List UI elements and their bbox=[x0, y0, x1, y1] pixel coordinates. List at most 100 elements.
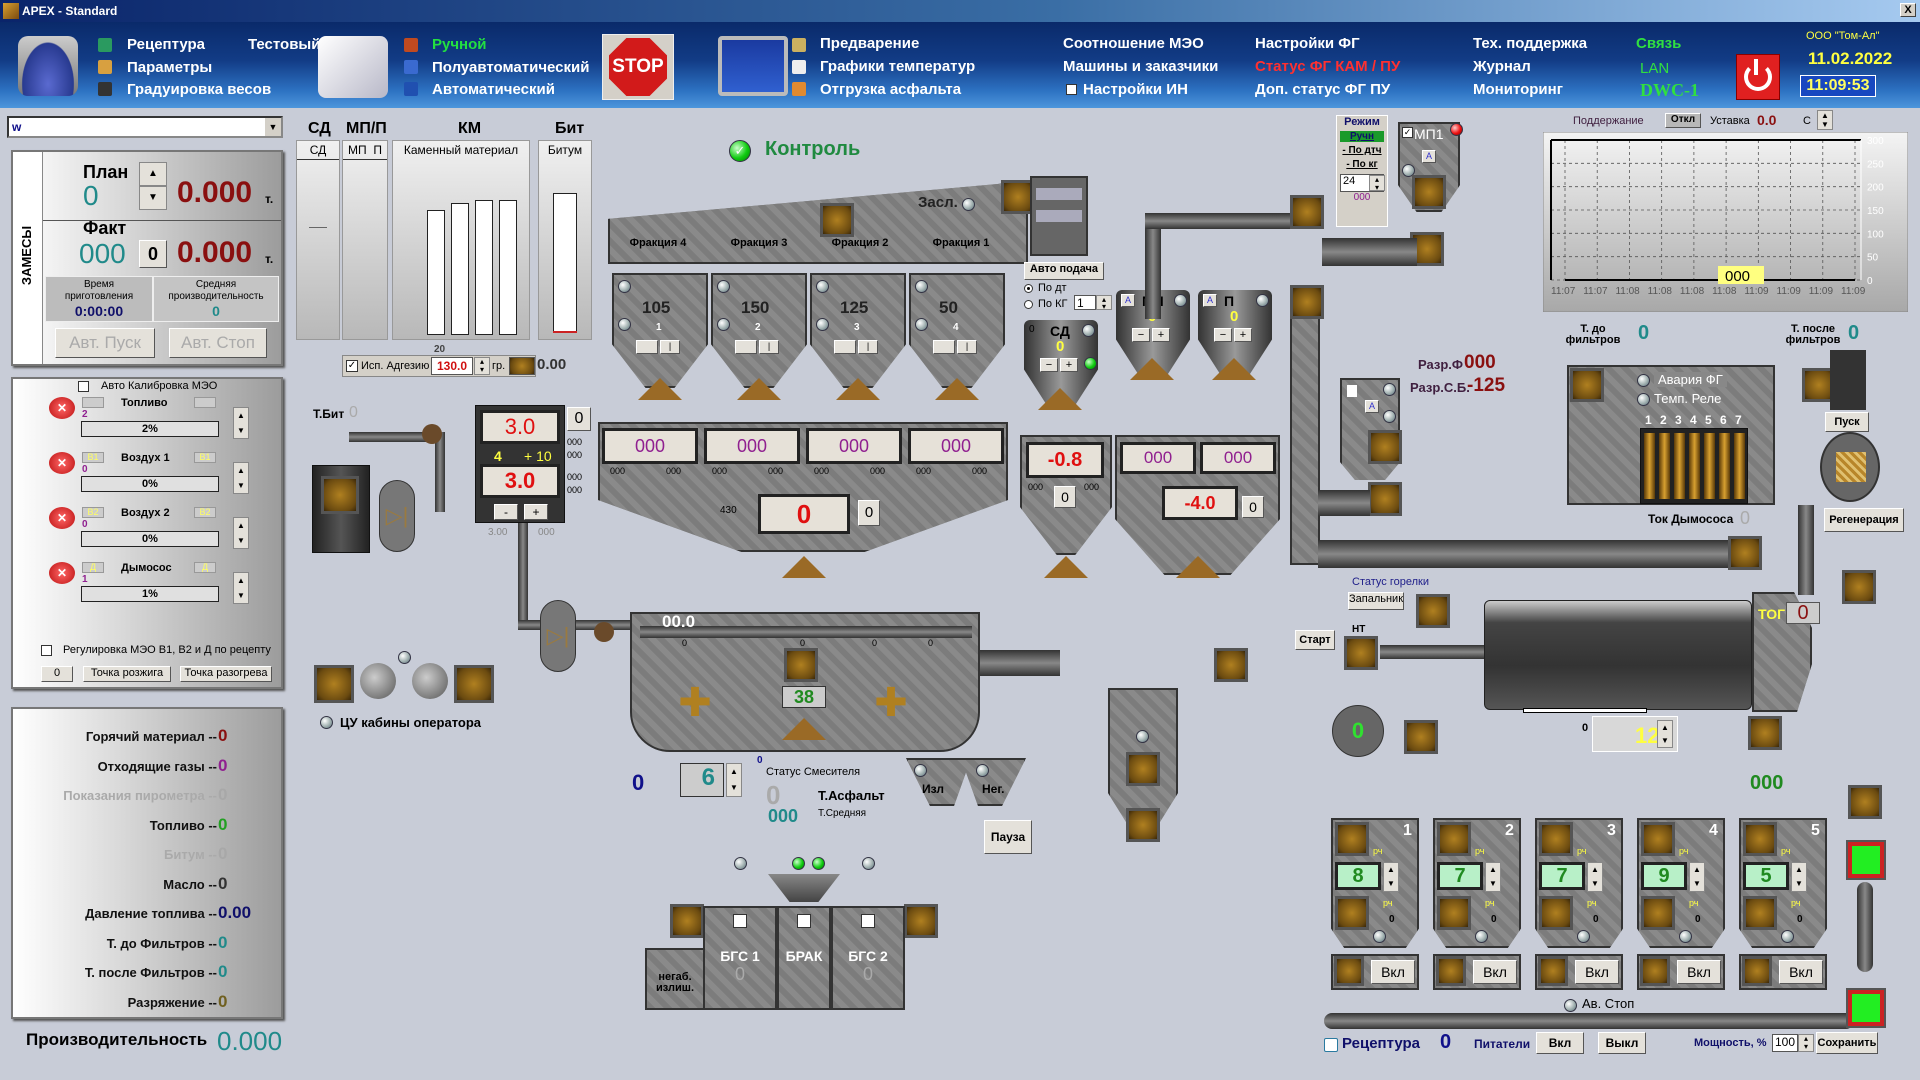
mixing-time-spinner[interactable]: ▲▼ bbox=[726, 763, 742, 797]
bin-1-on-button[interactable]: | bbox=[660, 340, 680, 354]
regen-damper[interactable] bbox=[1842, 570, 1876, 604]
feed-value-input[interactable]: 1 bbox=[1074, 295, 1096, 310]
menu-journal[interactable]: Журнал bbox=[1473, 58, 1531, 75]
menu-vehicles-customers[interactable]: Машины и заказчики bbox=[1063, 58, 1219, 75]
bitumen-plus-button[interactable]: + bbox=[524, 504, 548, 520]
elevator-damper[interactable] bbox=[1214, 648, 1248, 682]
meo-3-disable-icon[interactable]: ✕ bbox=[49, 562, 75, 584]
feeder-5-spinner[interactable]: ▲▼ bbox=[1791, 862, 1807, 892]
mode-semiauto[interactable]: Полуавтоматический bbox=[432, 59, 590, 76]
menu-temperature-charts[interactable]: Графики температур bbox=[820, 58, 976, 75]
pilot-valve[interactable] bbox=[1416, 594, 1450, 628]
feeder-1-on-button[interactable]: Вкл bbox=[1371, 960, 1415, 984]
feeder-1-spinner[interactable]: ▲▼ bbox=[1383, 862, 1399, 892]
adhesion-checkbox[interactable]: ✓ bbox=[346, 360, 358, 372]
bin-1-off-button[interactable] bbox=[636, 340, 658, 354]
bin-2-off-button[interactable] bbox=[735, 340, 757, 354]
cabin-motor-left[interactable] bbox=[314, 665, 354, 703]
recipe-select[interactable]: w ▼ bbox=[7, 116, 283, 138]
belt-motor-top[interactable] bbox=[1848, 785, 1882, 819]
bitumen-minus-button[interactable]: - bbox=[494, 504, 518, 520]
feeder-2-on-button[interactable]: Вкл bbox=[1473, 960, 1517, 984]
feeder-5-speed[interactable]: 5 bbox=[1743, 862, 1789, 890]
reject-checkbox[interactable] bbox=[797, 914, 811, 928]
feeder-5-belt[interactable] bbox=[1743, 896, 1777, 930]
mp-plus-button[interactable]: + bbox=[1152, 328, 1170, 342]
feeder-3-speed[interactable]: 7 bbox=[1539, 862, 1585, 890]
mode-value-input[interactable]: 24▴▾ bbox=[1340, 174, 1385, 192]
feeder-4-spinner[interactable]: ▲▼ bbox=[1689, 862, 1705, 892]
power-button[interactable] bbox=[1736, 54, 1780, 100]
mp-auto-button[interactable]: А bbox=[1121, 294, 1135, 307]
feeder-5-drive[interactable] bbox=[1742, 956, 1772, 986]
meo-0-spinner[interactable]: ▲▼ bbox=[233, 407, 249, 439]
collector-belt-status[interactable] bbox=[1846, 988, 1886, 1028]
meo-zero-button[interactable]: 0 bbox=[41, 666, 73, 682]
dust-bin-checkbox[interactable] bbox=[1347, 385, 1357, 397]
sd-plus-button[interactable]: + bbox=[1060, 358, 1078, 372]
stop-button[interactable]: STOP bbox=[602, 34, 674, 100]
p-plus-button[interactable]: + bbox=[1234, 328, 1252, 342]
meo-2-disable-icon[interactable]: ✕ bbox=[49, 507, 75, 529]
footer-recipe-link[interactable]: Рецептура bbox=[1342, 1035, 1420, 1052]
bitumen-tank-heater[interactable] bbox=[321, 476, 359, 514]
silo-motor-left[interactable] bbox=[670, 904, 704, 938]
bin-4-off-button[interactable] bbox=[933, 340, 955, 354]
mp1-auto-button[interactable]: А bbox=[1422, 150, 1436, 163]
p-auto-button[interactable]: А bbox=[1203, 294, 1217, 307]
mode-manual-option[interactable]: Ручн bbox=[1340, 131, 1384, 142]
hot-elevator-motor[interactable] bbox=[1290, 285, 1324, 319]
burner-fuel-valve[interactable] bbox=[1344, 636, 1378, 670]
menu-parameters[interactable]: Параметры bbox=[127, 59, 213, 76]
hold-toggle-button[interactable]: Откл bbox=[1665, 113, 1701, 128]
setpoint-spinner[interactable]: ▲▼ bbox=[1817, 110, 1833, 130]
blower-motor[interactable] bbox=[1404, 720, 1438, 754]
feeder-1-drive[interactable] bbox=[1334, 956, 1364, 986]
monitor-icon[interactable] bbox=[718, 36, 788, 96]
regeneration-button[interactable]: Регенерация bbox=[1824, 508, 1904, 532]
menu-fg-settings[interactable]: Настройки ФГ bbox=[1255, 35, 1360, 52]
feed-spinner[interactable]: ▴▾ bbox=[1096, 295, 1112, 311]
dust-screw-motor[interactable] bbox=[1368, 482, 1402, 516]
dust-bin-auto-button[interactable]: А bbox=[1365, 400, 1379, 413]
adhesion-input[interactable]: 130.0 bbox=[431, 357, 473, 375]
auto-feed-button[interactable]: Авто подача bbox=[1024, 262, 1104, 280]
hot-stone-gate[interactable] bbox=[1126, 752, 1160, 786]
mp-minus-button[interactable]: − bbox=[1132, 328, 1150, 342]
pilot-button[interactable]: Запальник bbox=[1348, 592, 1404, 610]
feed-by-kg-radio[interactable] bbox=[1024, 300, 1033, 309]
bitumen-valve-icon[interactable] bbox=[422, 424, 442, 444]
meo-1-disable-icon[interactable]: ✕ bbox=[49, 452, 75, 474]
bin-4-on-button[interactable]: | bbox=[957, 340, 977, 354]
burner-start-button[interactable]: Старт bbox=[1295, 630, 1335, 650]
pause-button[interactable]: Пауза bbox=[984, 820, 1032, 854]
feeder-4-belt[interactable] bbox=[1641, 896, 1675, 930]
feed-by-dt-radio[interactable] bbox=[1024, 284, 1033, 293]
drum-speed-spinner[interactable]: ▲▼ bbox=[1657, 720, 1673, 748]
feeders-off-button[interactable]: Выкл bbox=[1598, 1032, 1646, 1054]
bgs1-checkbox[interactable] bbox=[733, 914, 747, 928]
bitumen-reset-button[interactable]: 0 bbox=[567, 407, 591, 431]
menu-fg-status[interactable]: Статус ФГ КАМ / ПУ bbox=[1255, 58, 1401, 75]
bin-3-off-button[interactable] bbox=[834, 340, 856, 354]
warmup-point-button[interactable]: Точка разогрева bbox=[180, 666, 272, 682]
menu-in-settings[interactable]: Настройки ИН bbox=[1083, 81, 1188, 98]
mode-manual[interactable]: Ручной bbox=[432, 36, 487, 53]
bin-2-on-button[interactable]: | bbox=[759, 340, 779, 354]
auto-calibration-checkbox[interactable] bbox=[78, 381, 89, 392]
meo-1-spinner[interactable]: ▲▼ bbox=[233, 462, 249, 494]
ignition-point-button[interactable]: Точка розжига bbox=[83, 666, 171, 682]
meo-0-disable-icon[interactable]: ✕ bbox=[49, 397, 75, 419]
mp1-feeder[interactable] bbox=[1412, 175, 1446, 209]
power-input[interactable]: 100 bbox=[1772, 1034, 1798, 1052]
menu-advance[interactable]: Предварение bbox=[820, 35, 920, 52]
dust-bin-feeder[interactable] bbox=[1368, 430, 1402, 464]
mp-transfer-motor[interactable] bbox=[1290, 195, 1324, 229]
recipe-book-icon[interactable] bbox=[18, 36, 78, 96]
p-minus-button[interactable]: − bbox=[1214, 328, 1232, 342]
feeder-3-drive[interactable] bbox=[1538, 956, 1568, 986]
plan-down-button[interactable]: ▼ bbox=[139, 186, 167, 210]
adhesion-spinner[interactable]: ▴▾ bbox=[474, 357, 490, 375]
menu-recipe[interactable]: Рецептура bbox=[127, 36, 205, 53]
feeder-4-drive[interactable] bbox=[1640, 956, 1670, 986]
